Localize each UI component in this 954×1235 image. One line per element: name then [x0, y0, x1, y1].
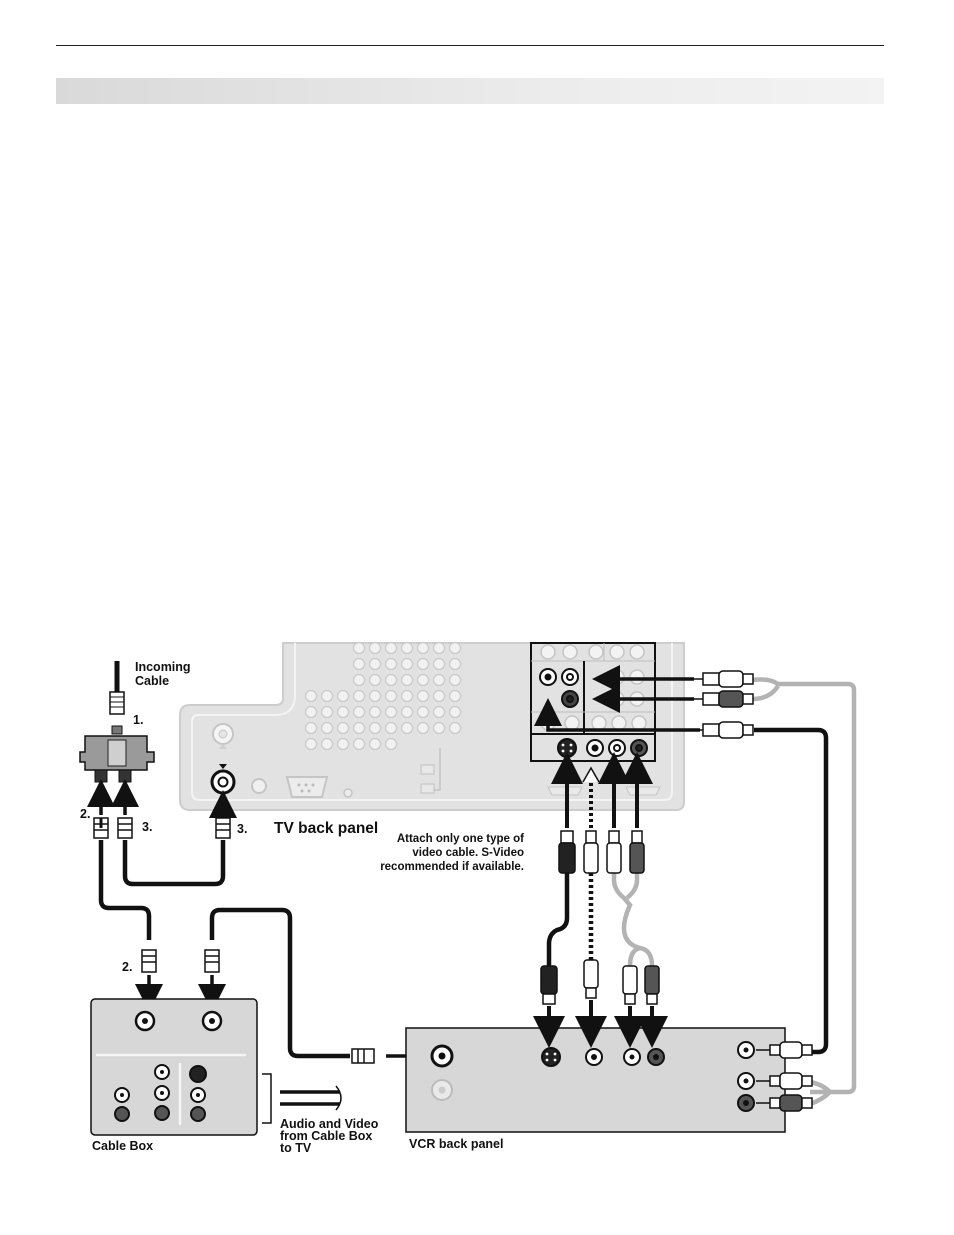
vent-hole: [402, 723, 413, 734]
vent-hole: [418, 691, 429, 702]
vent-hole: [450, 659, 461, 670]
vent-hole: [434, 675, 445, 686]
step-2-box-label: 2.: [122, 960, 132, 974]
vent-hole: [418, 659, 429, 670]
vent-hole: [402, 691, 413, 702]
cable-box-label: Cable Box: [92, 1139, 153, 1153]
vent-hole: [402, 643, 413, 654]
vent-hole: [354, 739, 365, 750]
vent-hole: [354, 707, 365, 718]
audio-video-note-label: Audio and Video from Cable Box to TV: [280, 1118, 378, 1154]
vent-hole: [370, 659, 381, 670]
vent-hole: [386, 723, 397, 734]
vent-hole: [338, 691, 349, 702]
vent-hole: [354, 643, 365, 654]
vent-hole: [354, 659, 365, 670]
vcr-back-panel-label: VCR back panel: [409, 1137, 503, 1151]
step-2-top-label: 2.: [80, 807, 90, 821]
tv-back-panel: [180, 643, 684, 811]
vent-hole: [338, 707, 349, 718]
vent-hole: [386, 707, 397, 718]
vent-hole: [322, 707, 333, 718]
vcr-back-panel: [406, 1028, 785, 1132]
vent-hole: [322, 739, 333, 750]
vent-hole: [450, 723, 461, 734]
vent-hole: [322, 723, 333, 734]
step-3-tv-label: 3.: [237, 822, 247, 836]
vent-hole: [386, 643, 397, 654]
step-1-label: 1.: [133, 713, 143, 727]
tv-jack-icon: [252, 779, 266, 793]
vent-hole: [450, 643, 461, 654]
vent-hole: [306, 739, 317, 750]
vent-hole: [354, 675, 365, 686]
vent-hole: [354, 691, 365, 702]
vent-hole: [386, 659, 397, 670]
vent-hole: [418, 675, 429, 686]
vent-hole: [354, 723, 365, 734]
vent-hole: [434, 723, 445, 734]
vent-hole: [370, 691, 381, 702]
vent-hole: [338, 723, 349, 734]
step-3-splitter-label: 3.: [142, 820, 152, 834]
vent-hole: [434, 643, 445, 654]
vent-hole: [370, 675, 381, 686]
vent-hole: [386, 675, 397, 686]
vent-hole: [370, 723, 381, 734]
vent-hole: [306, 707, 317, 718]
cable-box: [91, 999, 257, 1135]
vent-hole: [418, 707, 429, 718]
vent-hole: [418, 723, 429, 734]
vent-hole: [370, 739, 381, 750]
vent-hole: [322, 691, 333, 702]
vent-hole: [402, 659, 413, 670]
vent-hole: [418, 643, 429, 654]
vent-hole: [434, 691, 445, 702]
vent-hole: [306, 723, 317, 734]
video-note-label: Attach only one type of video cable. S-V…: [362, 832, 524, 874]
vent-hole: [338, 739, 349, 750]
vent-hole: [450, 707, 461, 718]
vent-hole: [434, 659, 445, 670]
tv-vga-port-icon: [287, 777, 327, 797]
vent-hole: [370, 643, 381, 654]
vent-hole: [386, 691, 397, 702]
vent-hole: [450, 675, 461, 686]
vent-hole: [434, 707, 445, 718]
vent-hole: [450, 691, 461, 702]
vent-hole: [386, 739, 397, 750]
vent-hole: [370, 707, 381, 718]
vent-hole: [306, 691, 317, 702]
vent-hole: [402, 707, 413, 718]
vent-hole: [402, 675, 413, 686]
incoming-cable-label: Incoming Cable: [135, 660, 191, 688]
